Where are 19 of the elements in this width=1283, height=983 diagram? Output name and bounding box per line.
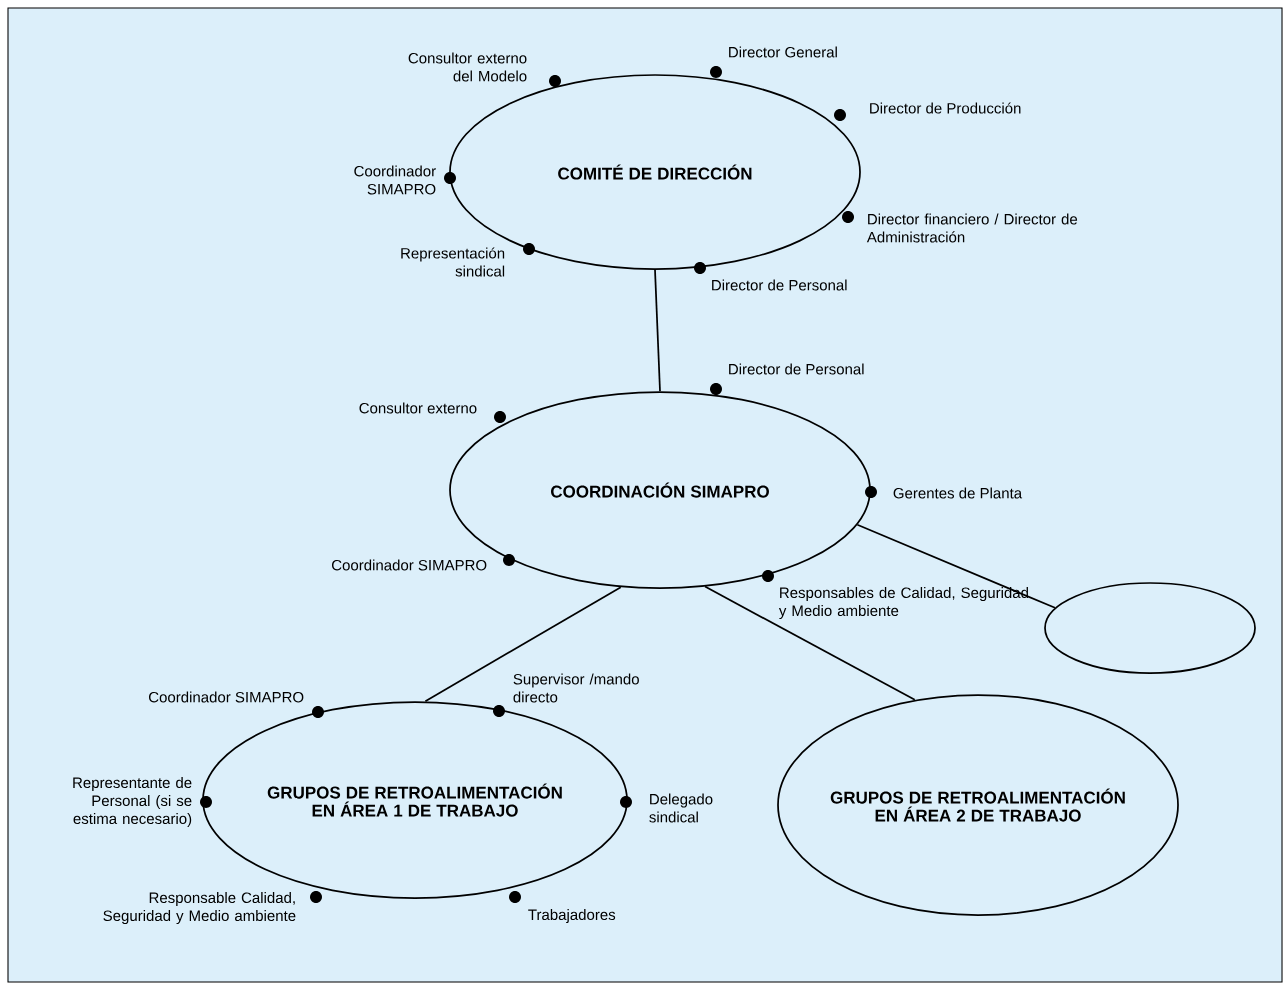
member-label: Gerentes de Planta <box>893 487 1023 499</box>
member-label: Director de Personal <box>712 279 847 291</box>
member-label: Director de Producción <box>870 102 1021 114</box>
member-label: Director de Personal <box>729 363 864 375</box>
connector-line <box>424 586 622 703</box>
member-label: Coordinador SIMAPRO <box>354 165 436 195</box>
connector-line <box>654 269 661 392</box>
member-label: Supervisor /mando directo <box>513 673 639 703</box>
member-label: Responsables de Calidad, Seguridad y Medio ambiente <box>778 587 1028 619</box>
empty-ellipse <box>1044 582 1256 674</box>
member-label: Trabajadores <box>528 909 616 923</box>
connector-line <box>856 523 1056 609</box>
member-label: Director General <box>729 46 837 58</box>
ellipse-node: GRUPOS DE RETROALIMENTACIÓN EN ÁREA 2 DE TRABAJO <box>777 694 1179 916</box>
member-label: Coordinador SIMAPRO <box>149 691 304 703</box>
member-label: Delegado sindical <box>649 793 713 823</box>
connector-line <box>704 585 916 701</box>
member-label: Director financiero / Director de Administración <box>866 213 1078 243</box>
member-label: Representante de Personal (si se estima necesario) <box>73 777 192 827</box>
